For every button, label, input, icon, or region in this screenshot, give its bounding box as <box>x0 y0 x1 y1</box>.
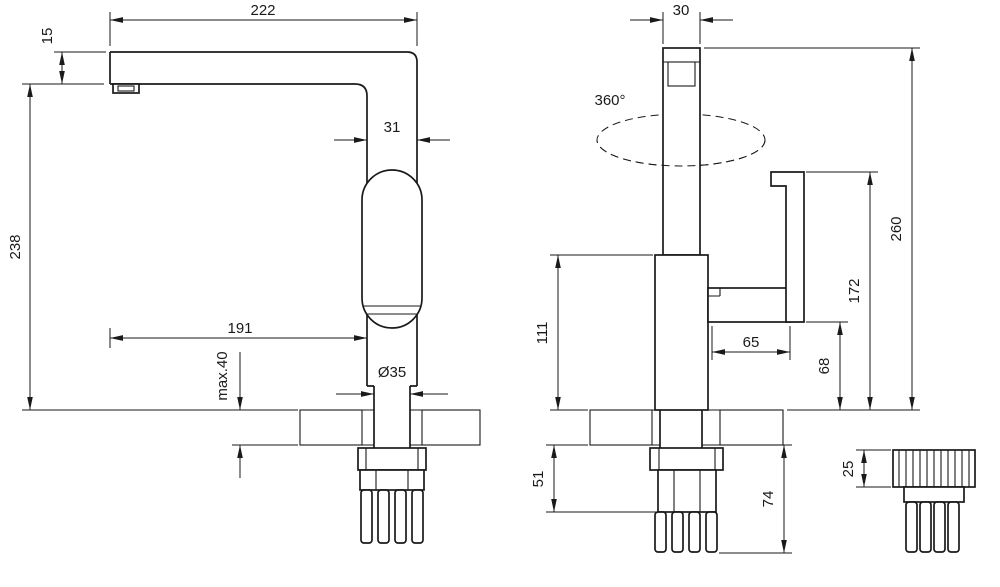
hose-3 <box>394 489 407 544</box>
front-view-dimension-labels: 30 360° 260 172 111 65 68 51 74 <box>530 2 905 507</box>
shank-block <box>359 469 425 491</box>
spout-body-outline <box>109 51 418 386</box>
hose-2 <box>671 511 684 553</box>
dim-shank-diameter-label: Ø35 <box>378 364 406 381</box>
dim-handle-underside-height-label: 68 <box>816 358 833 375</box>
dim-handle-top-height-label: 172 <box>846 278 863 303</box>
countertop-hatch-left <box>589 409 653 446</box>
handle-capsule <box>361 169 423 329</box>
front-view-faucet-outline <box>596 47 805 448</box>
mounting-nut-facets <box>365 448 419 470</box>
swivel-ellipse-front-arc <box>596 139 766 167</box>
countertop-hole-edges <box>652 409 720 446</box>
mounting-nut <box>649 447 724 471</box>
ext-51 <box>546 444 656 513</box>
detail-dimensions: 25 <box>840 449 891 488</box>
dim-spout-width-label: 30 <box>673 2 690 19</box>
ext-25 <box>856 449 891 488</box>
spout-column <box>662 47 701 256</box>
front-view-dimensions <box>546 12 920 554</box>
shank-block-lines <box>375 470 409 490</box>
shank-block-lines <box>673 470 701 512</box>
dim-spout-height-label: 15 <box>39 28 56 45</box>
side-view-dimension-labels: 222 15 238 31 191 max.40 Ø35 <box>7 2 406 401</box>
side-view-faucet-outline <box>109 51 423 448</box>
countertop-hole-edges <box>362 409 422 446</box>
swivel-angle-label: 360° <box>594 92 625 109</box>
dim-shank-length-label: 51 <box>530 471 547 488</box>
mounting-nut <box>357 447 427 471</box>
shank-lines <box>659 410 703 448</box>
hose-4 <box>411 489 424 544</box>
mounting-nut-facets <box>658 448 716 470</box>
detail-hose-1 <box>905 501 918 553</box>
aerator <box>112 83 140 94</box>
handle-lever <box>770 171 805 323</box>
shank-block <box>657 469 717 513</box>
countertop-hatch-right <box>719 409 784 446</box>
knurl-lines <box>898 450 970 487</box>
dim-body-width-label: 31 <box>384 119 401 136</box>
aerator-screen <box>117 85 135 92</box>
handle-arm-step <box>708 288 721 297</box>
hose-2 <box>377 489 390 544</box>
handle-seam-lines <box>363 305 421 315</box>
hose-3 <box>688 511 701 553</box>
ext-111 <box>550 254 653 411</box>
hose-1 <box>360 489 373 544</box>
dim-handle-length-label: 65 <box>743 334 760 351</box>
dim-max-deck-thickness-label: max.40 <box>214 351 231 400</box>
dim-hose-drop-label: 74 <box>760 491 777 508</box>
body-column <box>654 254 709 411</box>
dim-spout-length-label: 222 <box>250 2 275 19</box>
detail-hose-2 <box>919 501 932 553</box>
dim-nut-height-label: 25 <box>840 461 857 478</box>
side-view-under-counter-hardware <box>357 447 427 544</box>
front-view-under-counter-hardware <box>649 447 724 553</box>
side-view-dimensions <box>22 12 450 478</box>
side-view-countertop <box>299 409 481 446</box>
dim-height-to-spout-label: 238 <box>7 234 24 259</box>
detail-hose-4 <box>947 501 960 553</box>
ext-74 <box>719 444 792 554</box>
handle-arm <box>707 287 791 323</box>
hose-4 <box>705 511 718 553</box>
dim-body-height-label: 111 <box>534 322 551 345</box>
dim-overall-height-label: 260 <box>888 216 905 241</box>
shank-lines <box>367 385 417 448</box>
aerator-front <box>667 61 696 87</box>
mounting-nut-detail <box>892 449 976 553</box>
countertop-hatch-left <box>299 409 363 446</box>
detail-hose-3 <box>933 501 946 553</box>
ext-260 <box>704 47 920 411</box>
dim-spout-reach-label: 191 <box>227 320 252 337</box>
hose-1 <box>654 511 667 553</box>
countertop-hatch-right <box>421 409 481 446</box>
detail-shank <box>903 486 965 503</box>
front-view-countertop <box>589 409 784 446</box>
ext-15 <box>22 51 106 85</box>
